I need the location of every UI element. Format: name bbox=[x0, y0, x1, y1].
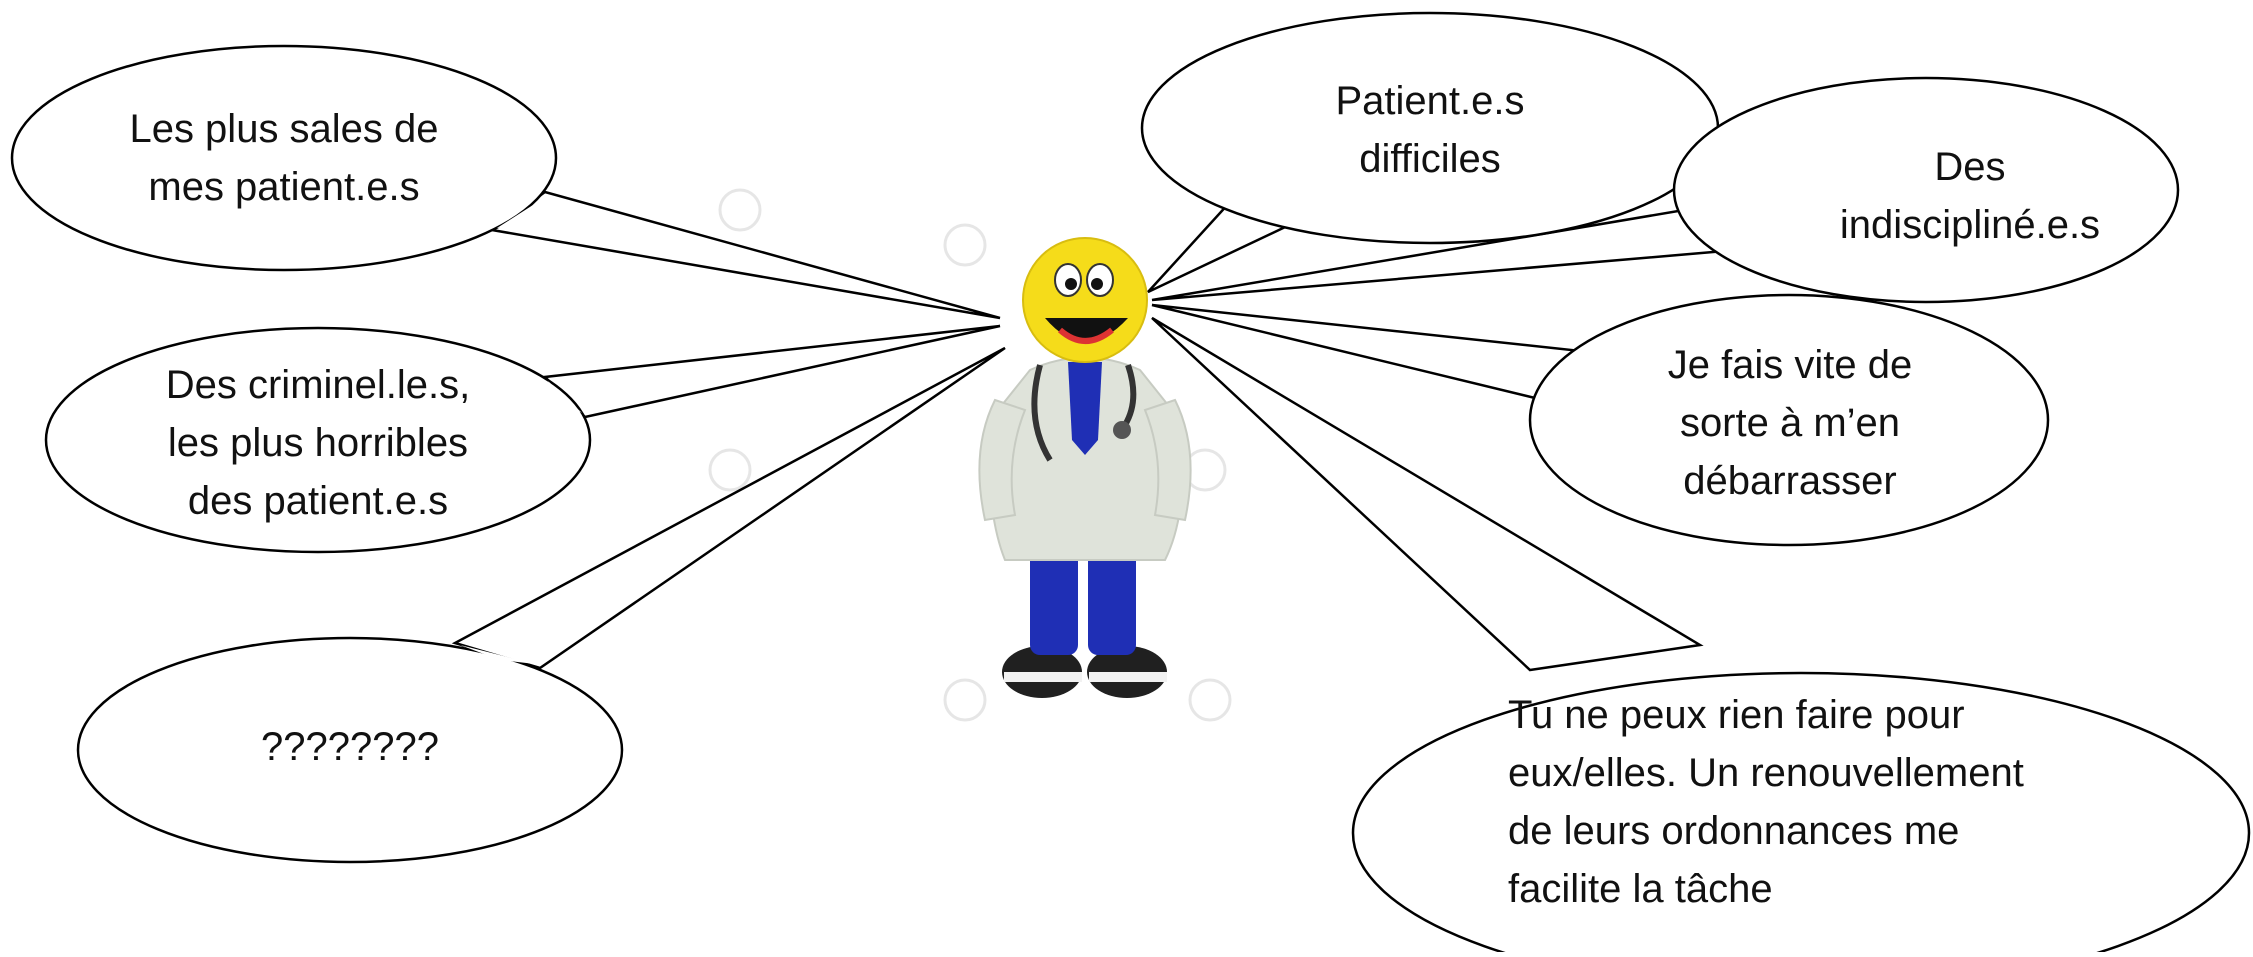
bubble-b3 bbox=[76, 636, 624, 864]
bubble-b5 bbox=[1672, 76, 2180, 304]
bubble-b6 bbox=[1528, 293, 2050, 547]
right-leg bbox=[1088, 540, 1136, 655]
bubble-b1 bbox=[10, 44, 558, 272]
bubble-b5-text: Des indiscipliné.e.s bbox=[1839, 145, 2101, 247]
bubble-b2-text: Des criminel.le.s, les plus horribles de… bbox=[165, 363, 471, 523]
bubble-b7-text: Tu ne peux rien faire pour eux/elles. Un… bbox=[1508, 693, 2024, 911]
tail-covers bbox=[460, 196, 1757, 672]
tail-b7 bbox=[1151, 316, 1704, 672]
doctor-figurine bbox=[978, 237, 1192, 698]
bubble-b2 bbox=[44, 326, 592, 554]
tail-b1 bbox=[488, 190, 1001, 320]
tail-b6 bbox=[1151, 303, 1594, 400]
bubbles bbox=[10, 11, 2251, 957]
bubble-b1-text: Les plus sales de mes patient.e.s bbox=[129, 107, 439, 209]
bubble-b6-text: Je fais vite de sorte à m’en débarrasser bbox=[1667, 343, 1913, 503]
smiley-head bbox=[1022, 237, 1148, 363]
bubble-b7 bbox=[1351, 671, 2251, 957]
speech-tails bbox=[451, 190, 1762, 672]
tail-b2 bbox=[542, 324, 1001, 419]
bubble-b3-text: ???????? bbox=[261, 725, 439, 769]
stethoscope bbox=[1031, 364, 1137, 462]
left-leg bbox=[1030, 540, 1078, 655]
bubble-b4-text: Patient.e.s difficiles bbox=[1335, 79, 1525, 181]
